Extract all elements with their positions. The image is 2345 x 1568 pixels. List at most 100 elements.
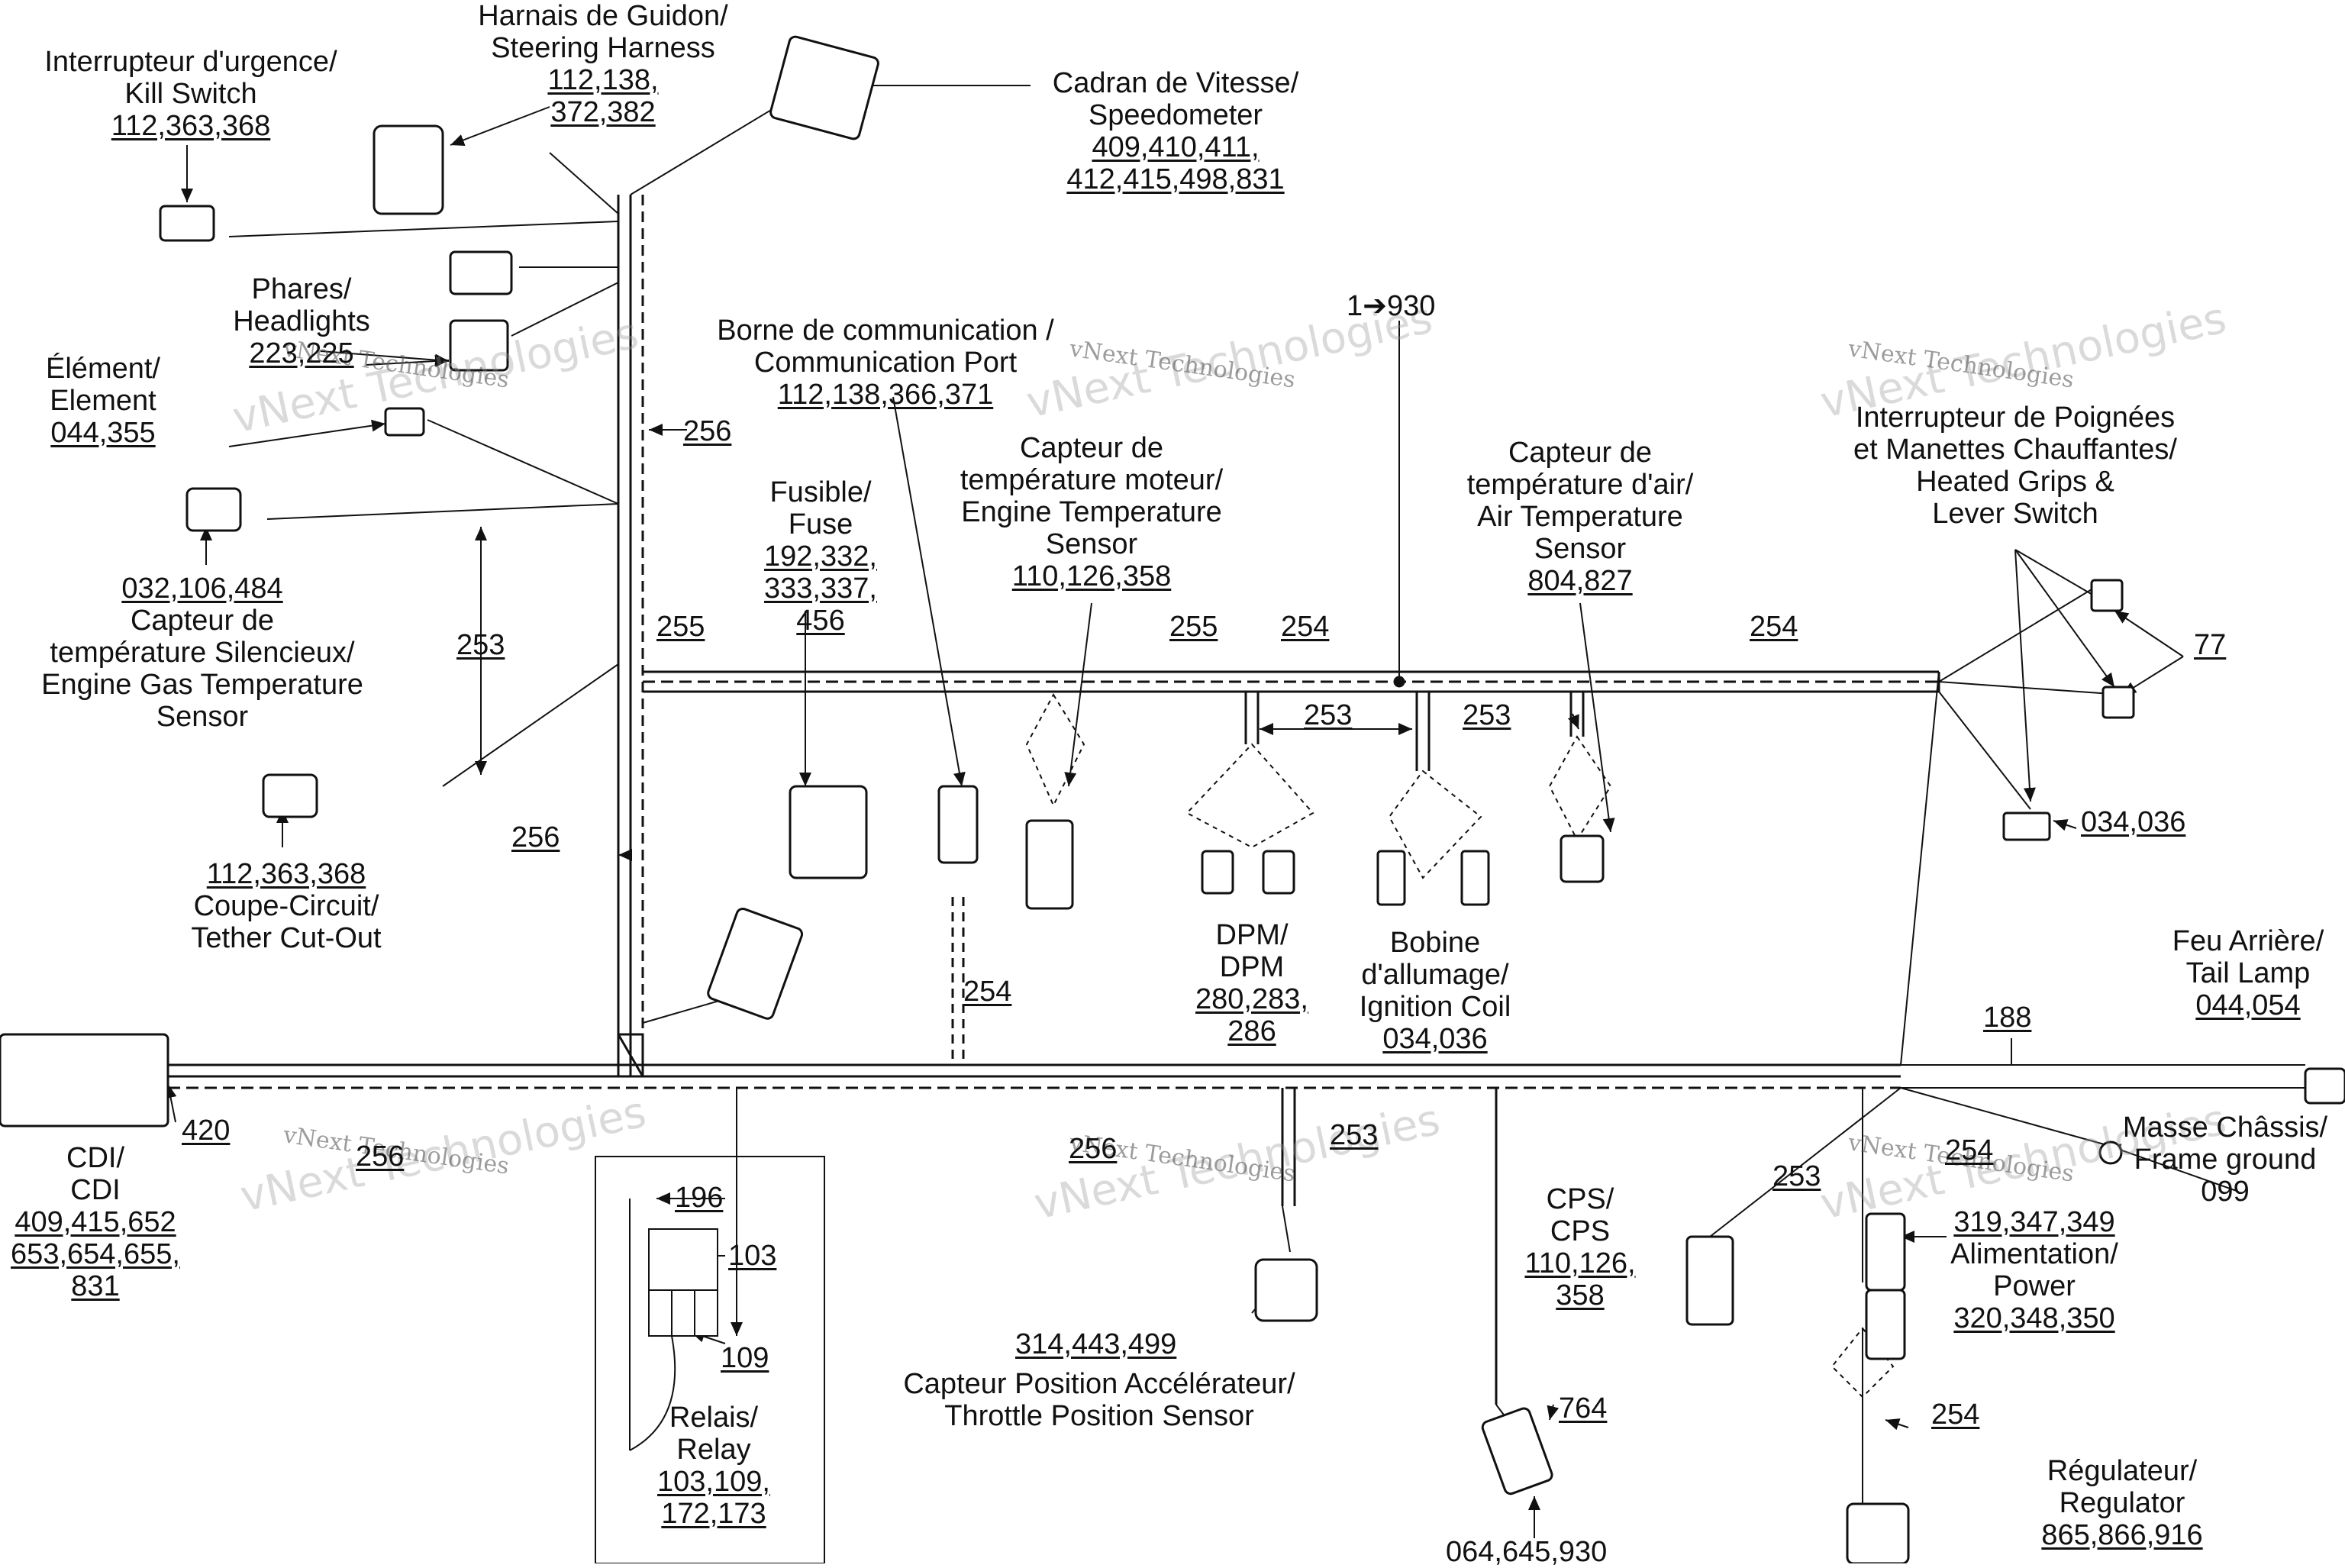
- label-line: Lever Switch: [1932, 498, 2098, 530]
- ref-number: 253: [1330, 1119, 1379, 1151]
- headlight-connector-1: [449, 250, 513, 295]
- label-line: Bobine: [1389, 927, 1481, 959]
- part-numbers: 110,126,: [1524, 1247, 1636, 1279]
- ref-number: 256: [683, 415, 732, 447]
- steering-harness-connector: [373, 124, 444, 215]
- ref-number: 254: [1931, 1399, 1980, 1431]
- label-line: Sensor: [1045, 528, 1138, 560]
- label-tether: 112,363,368 Coupe-Circuit/ Tether Cut-Ou…: [145, 858, 427, 954]
- ref-number: 314,443,499: [1015, 1328, 1177, 1360]
- part-numbers: 286: [1227, 1015, 1276, 1047]
- label-line: CDI/: [66, 1142, 124, 1174]
- label-line: température moteur/: [960, 464, 1224, 496]
- label-line: Frame ground: [2134, 1144, 2317, 1176]
- element-connector: [384, 407, 425, 437]
- label-line: Regulator: [2059, 1487, 2185, 1519]
- air-temp-connector: [1560, 834, 1605, 883]
- label-line: Sensor: [1534, 533, 1627, 565]
- label-cps: CPS/ CPS 110,126, 358: [1511, 1183, 1649, 1312]
- relay-detail-box: [595, 1156, 825, 1563]
- part-numbers: 653,654,655,: [11, 1238, 180, 1270]
- label-fuse: Fusible/ Fuse 192,332, 333,337, 456: [718, 476, 924, 637]
- label-frame-ground: Masse Châssis/ Frame ground 099: [2107, 1111, 2343, 1208]
- part-numbers: 103,109,: [657, 1466, 770, 1498]
- fuse-holder: [789, 785, 868, 879]
- label-line: Throttle Position Sensor: [944, 1400, 1254, 1432]
- label-comm-port: Borne de communication / Communication P…: [672, 315, 1099, 411]
- ref-number: 253: [456, 629, 505, 661]
- engine-temp-connector: [1025, 819, 1074, 910]
- tether-connector: [262, 773, 318, 818]
- label-line: Élément/: [46, 353, 160, 385]
- label-line: Tether Cut-Out: [191, 922, 382, 954]
- ref-number: 253: [1304, 699, 1353, 731]
- part-numbers: 223,225: [249, 337, 354, 369]
- ref-number: 109: [721, 1342, 769, 1374]
- part-numbers: 099: [2201, 1176, 2250, 1208]
- crank-connector: [1481, 1407, 1553, 1495]
- label-gas-temp: 032,106,484 Capteur de température Silen…: [0, 573, 405, 733]
- gas-temp-connector: [185, 487, 242, 532]
- part-numbers: 280,283,: [1195, 983, 1308, 1015]
- part-numbers: 333,337,: [764, 573, 877, 605]
- part-numbers: 358: [1556, 1279, 1605, 1312]
- label-line: Sensor: [156, 701, 249, 733]
- relay-body: [707, 907, 804, 1020]
- ref-number: 256: [1069, 1133, 1118, 1165]
- part-numbers: 831: [71, 1270, 120, 1302]
- label-line: Kill Switch: [124, 78, 257, 110]
- regulator-connector: [1846, 1502, 1910, 1563]
- tps-connector: [1254, 1258, 1318, 1322]
- label-line: Phares/: [251, 273, 352, 305]
- part-numbers: 412,415,498,831: [1066, 163, 1285, 195]
- label-line: DPM: [1219, 951, 1285, 983]
- power-connector-1: [1865, 1212, 1906, 1292]
- part-numbers: 319,347,349: [1953, 1206, 2115, 1238]
- kill-switch-connector: [159, 205, 215, 242]
- label-line: Fuse: [788, 508, 853, 540]
- ref-number: 254: [963, 976, 1012, 1008]
- ref-number: 77: [2194, 629, 2227, 661]
- label-line: Communication Port: [753, 347, 1018, 379]
- dpm-connector-1: [1201, 850, 1234, 895]
- label-line: Coupe-Circuit/: [193, 890, 379, 922]
- label-line: CPS/: [1546, 1183, 1614, 1215]
- part-numbers: 192,332,: [764, 540, 877, 573]
- label-line: Borne de communication /: [717, 315, 1054, 347]
- headlight-connector-2: [449, 319, 509, 372]
- part-numbers: 409,410,411,: [1092, 131, 1260, 163]
- part-numbers: 044,054: [2195, 989, 2301, 1021]
- part-numbers: 044,355: [50, 417, 156, 449]
- label-element: Élément/ Element 044,355: [23, 353, 183, 449]
- connector-shapes: [0, 35, 2345, 1563]
- main-harness-horizontal: [168, 1063, 2305, 1089]
- label-line: Fusible/: [769, 476, 872, 508]
- part-numbers: 865,866,916: [2041, 1519, 2203, 1551]
- label-line: Capteur de: [1508, 437, 1652, 469]
- label-line: Masse Châssis/: [2122, 1111, 2328, 1144]
- label-line: Harnais de Guidon/: [478, 0, 728, 32]
- part-numbers: 804,827: [1527, 565, 1633, 597]
- label-line: Relay: [676, 1434, 751, 1466]
- comm-port-connector: [937, 785, 979, 864]
- part-numbers: 034,036: [1382, 1023, 1488, 1055]
- ref-number: 064,645,930: [1446, 1536, 1608, 1568]
- part-numbers: 409,415,652: [15, 1206, 176, 1238]
- label-air-temp: Capteur de température d'air/ Air Temper…: [1405, 437, 1756, 597]
- label-regulator: Régulateur/ Regulator 865,866,916: [2000, 1455, 2244, 1551]
- ref-number: 255: [1169, 611, 1218, 643]
- label-line: Relais/: [669, 1402, 759, 1434]
- label-line: CPS: [1550, 1215, 1611, 1247]
- ref-number: 253: [1463, 699, 1511, 731]
- frame-ground-ring: [2098, 1141, 2123, 1165]
- heated-grip-connector-1: [2090, 579, 2124, 612]
- label-line: Headlights: [233, 305, 370, 337]
- ref-number: 420: [182, 1115, 231, 1147]
- label-steering-harness: Harnais de Guidon/ Steering Harness 112,…: [458, 0, 748, 128]
- tail-lamp-connector: [2304, 1067, 2345, 1105]
- label-line: Element: [50, 385, 156, 417]
- cps-connector: [1685, 1235, 1734, 1326]
- ref-number: 254: [1945, 1134, 1994, 1166]
- ref-number: 254: [1750, 611, 1798, 643]
- power-connector-2: [1865, 1289, 1906, 1360]
